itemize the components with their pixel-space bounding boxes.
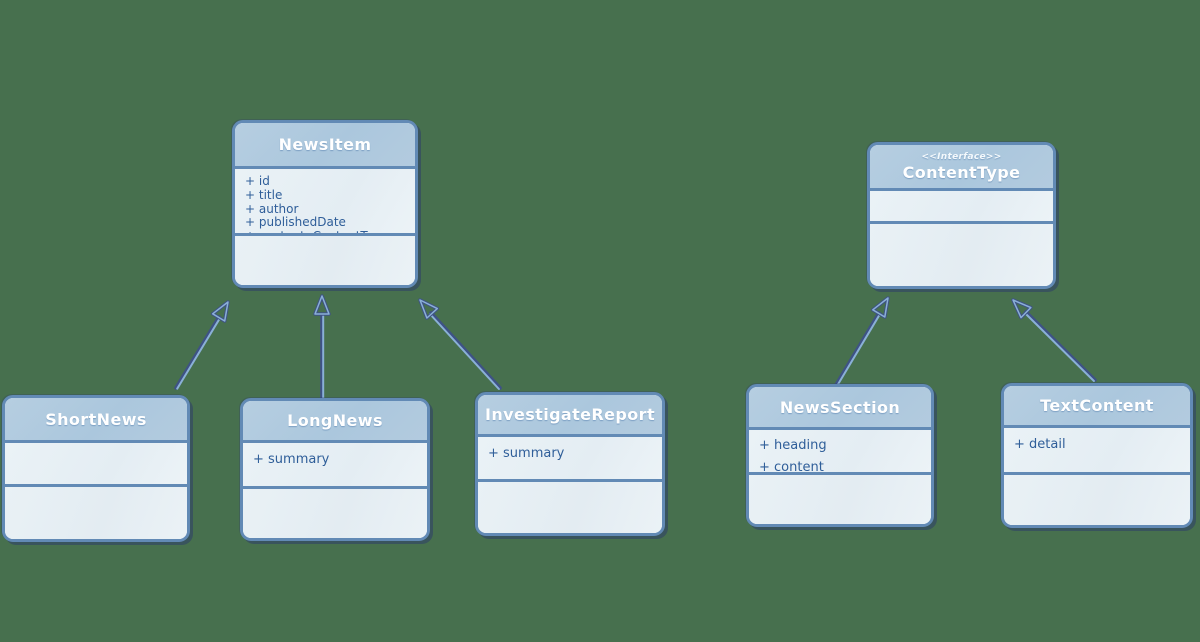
class-title-textcontent: TextContent bbox=[1040, 396, 1154, 415]
class-title-newssection: NewsSection bbox=[779, 397, 901, 417]
class-attributes-contenttype bbox=[870, 191, 1053, 224]
class-methods-investigatereport bbox=[478, 482, 662, 533]
class-box-contenttype[interactable]: <<Interface>> ContentType bbox=[867, 142, 1056, 289]
class-box-newsitem[interactable]: NewsItem + id+ title+ author+ publishedD… bbox=[232, 120, 418, 288]
interface-stereotype-label: <<Interface>> bbox=[921, 151, 1002, 162]
class-title-longnews: LongNews bbox=[287, 411, 383, 430]
class-box-shortnews[interactable]: ShortNews bbox=[2, 395, 190, 542]
class-box-investigatereport[interactable]: InvestigateReport + summary bbox=[475, 392, 665, 536]
attribute-line: + author bbox=[245, 201, 299, 216]
class-attributes-newssection: + heading + content bbox=[749, 430, 931, 475]
class-header-textcontent: TextContent bbox=[1004, 386, 1190, 428]
class-methods-newsitem bbox=[235, 236, 415, 285]
class-header-investigatereport: InvestigateReport bbox=[478, 395, 662, 437]
class-attributes-textcontent: + detail bbox=[1004, 428, 1190, 475]
realization-arrow-textcontent-to-contenttype bbox=[1011, 298, 1097, 382]
attribute-line: + id bbox=[245, 174, 270, 188]
generalization-arrow-investigatereport-to-newsitem bbox=[418, 298, 502, 390]
class-methods-textcontent bbox=[1004, 475, 1190, 525]
generalization-arrow-longnews-to-newsitem bbox=[313, 294, 331, 401]
class-attributes-newsitem: + id+ title+ author+ publishedDate+ cont… bbox=[235, 169, 415, 236]
class-title-newsitem: NewsItem bbox=[278, 135, 372, 154]
realization-arrow-newssection-to-contenttype bbox=[834, 296, 890, 387]
class-attributes-investigatereport: + summary bbox=[478, 437, 662, 482]
class-attributes-shortnews bbox=[5, 443, 187, 487]
class-methods-newssection bbox=[749, 475, 931, 524]
attribute-line: + title bbox=[245, 187, 283, 202]
class-box-longnews[interactable]: LongNews + summary bbox=[240, 398, 430, 541]
attribute-line: + heading bbox=[759, 438, 827, 453]
class-header-newssection: NewsSection bbox=[749, 387, 931, 430]
class-methods-longnews bbox=[243, 489, 427, 538]
attribute-line: + summary bbox=[253, 452, 330, 467]
class-header-newsitem: NewsItem bbox=[235, 123, 415, 169]
class-header-contenttype: <<Interface>> ContentType bbox=[870, 145, 1053, 191]
class-title-investigatereport: InvestigateReport bbox=[485, 405, 655, 424]
class-header-longnews: LongNews bbox=[243, 401, 427, 443]
class-box-newssection[interactable]: NewsSection + heading + content bbox=[746, 384, 934, 527]
class-title-contenttype: ContentType bbox=[902, 162, 1021, 182]
attribute-line: + content: ContentType bbox=[245, 229, 405, 233]
class-header-shortnews: ShortNews bbox=[5, 398, 187, 443]
attribute-line: + content bbox=[759, 460, 824, 475]
class-title-shortnews: ShortNews bbox=[45, 409, 147, 429]
class-box-textcontent[interactable]: TextContent + detail bbox=[1001, 383, 1193, 528]
class-attributes-longnews: + summary bbox=[243, 443, 427, 489]
generalization-arrow-shortnews-to-newsitem bbox=[174, 300, 230, 390]
class-methods-shortnews bbox=[5, 487, 187, 539]
attribute-line: + summary bbox=[488, 446, 565, 461]
attribute-line: + detail bbox=[1014, 437, 1066, 452]
attribute-line: + publishedDate bbox=[245, 215, 346, 230]
class-methods-contenttype bbox=[870, 224, 1053, 286]
